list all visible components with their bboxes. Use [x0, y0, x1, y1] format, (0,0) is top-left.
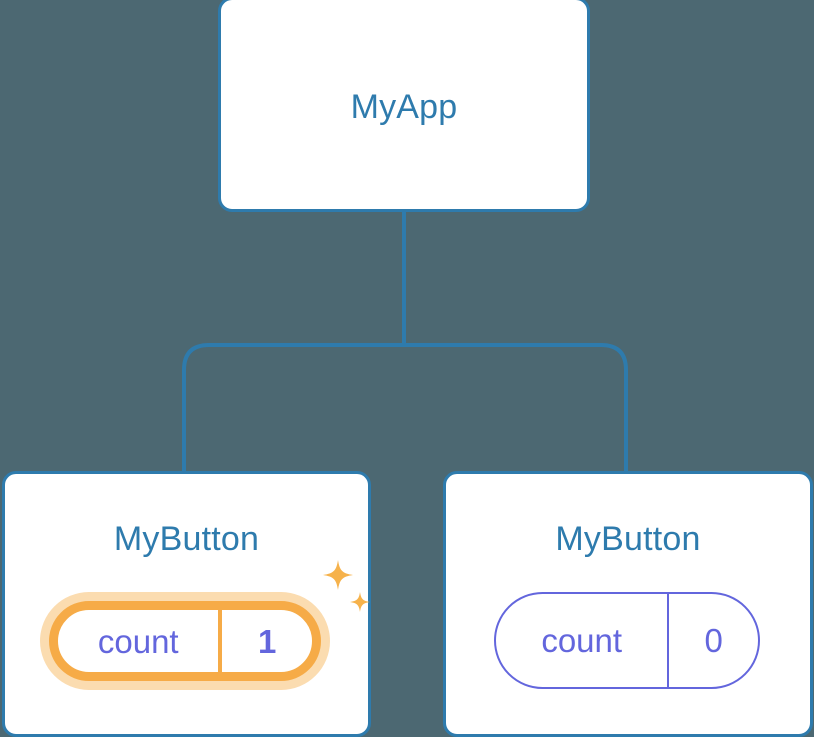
state-pill-1[interactable]: count 0 [494, 592, 760, 689]
node-title: MyApp [350, 88, 458, 126]
state-value: 1 [218, 610, 312, 672]
state-key-label: count [541, 622, 623, 659]
state-value: 0 [667, 594, 758, 687]
state-pill-0[interactable]: count 1 [49, 601, 321, 681]
node-title: MyButton [555, 520, 701, 558]
node-card-myapp[interactable]: MyApp [218, 0, 590, 212]
state-pill-body[interactable]: count 1 [49, 601, 321, 681]
connector-branch [182, 343, 628, 471]
state-key-label: count [97, 622, 179, 660]
node-title: MyButton [113, 520, 260, 558]
state-pill-body[interactable]: count 0 [494, 592, 760, 689]
